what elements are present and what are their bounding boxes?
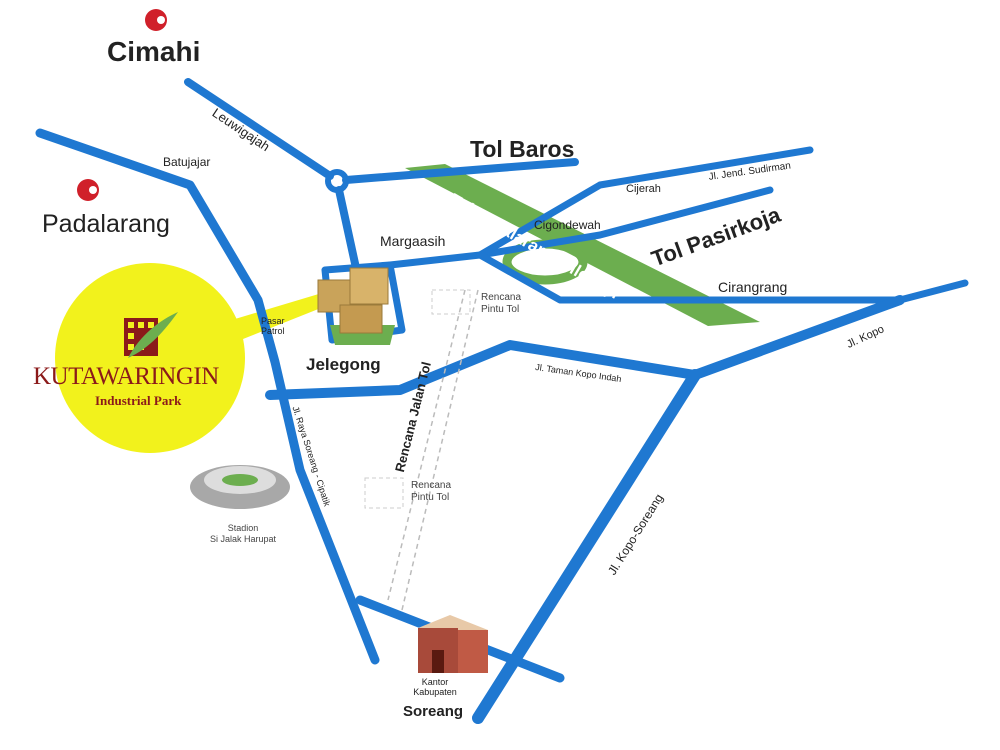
kutawaringin-logo-icon — [124, 312, 178, 358]
road-jend-sudirman — [476, 146, 814, 259]
place-label-kantor-kabupaten: Kantor Kabupaten — [405, 677, 465, 697]
road-jelegong-loop — [321, 261, 406, 344]
place-label-rencana-pintu-tol-1: Rencana Pintu Tol — [481, 292, 521, 316]
government-office-icon — [418, 615, 488, 673]
place-label-rencana-pintu-tol-2: Rencana Pintu Tol — [411, 480, 451, 504]
city-label-cimahi: Cimahi — [107, 36, 201, 67]
place-label-line: Pintu Tol — [481, 304, 520, 315]
highlight-callout — [55, 263, 336, 453]
road-label-batujajar: Batujajar — [163, 155, 211, 169]
road-label-margaasih: Margaasih — [380, 233, 446, 249]
road-kopo-soreang — [472, 369, 701, 724]
road-network — [35, 78, 969, 724]
road-label-cirangrang: Cirangrang — [718, 279, 788, 295]
city-marker-icon — [77, 179, 99, 201]
place-label-stadion: Stadion Si Jalak Harupat — [198, 523, 288, 545]
warehouse-boxes-icon — [317, 267, 395, 345]
place-label-line: Stadion — [227, 523, 259, 533]
place-label-line: Kabupaten — [413, 687, 457, 697]
road-taman-kopo — [265, 295, 905, 400]
road-cibuntu — [335, 186, 360, 272]
road-cirangrang — [476, 251, 969, 304]
place-label-pasar-patrol: Pasar Patrol — [261, 316, 285, 336]
road-tol-baros — [342, 158, 579, 184]
place-label-line: Patrol — [261, 326, 285, 336]
planned-gate-1 — [431, 289, 471, 315]
planned-toll-road-b — [401, 289, 479, 611]
city-label-padalarang: Padalarang — [42, 210, 170, 238]
city-marker-icon — [145, 9, 167, 31]
road-label-tol-baros: Tol Baros — [470, 136, 575, 162]
road-batujajar — [35, 128, 380, 665]
road-margaasih — [386, 186, 774, 269]
place-label-line: Kantor — [421, 677, 449, 687]
place-label-line: Pintu Tol — [411, 492, 450, 503]
road-label-cigondewah: Cigondewah — [534, 218, 601, 232]
place-label-line: Rencana — [411, 480, 452, 491]
planned-gate-2 — [364, 477, 404, 509]
place-label-line: Pasar — [261, 316, 285, 326]
place-label-line: Si Jalak Harupat — [209, 534, 277, 544]
logo-name: KUTAWARINGIN — [33, 363, 219, 390]
stadium-icon — [190, 465, 290, 509]
place-label-line: Rencana — [481, 292, 522, 303]
logo-subtitle: Industrial Park — [95, 393, 182, 408]
place-label-jelegong: Jelegong — [306, 355, 381, 374]
road-label-cijerah: Cijerah — [626, 183, 661, 195]
city-label-soreang: Soreang — [403, 703, 464, 720]
road-leuwigajah — [184, 78, 334, 180]
